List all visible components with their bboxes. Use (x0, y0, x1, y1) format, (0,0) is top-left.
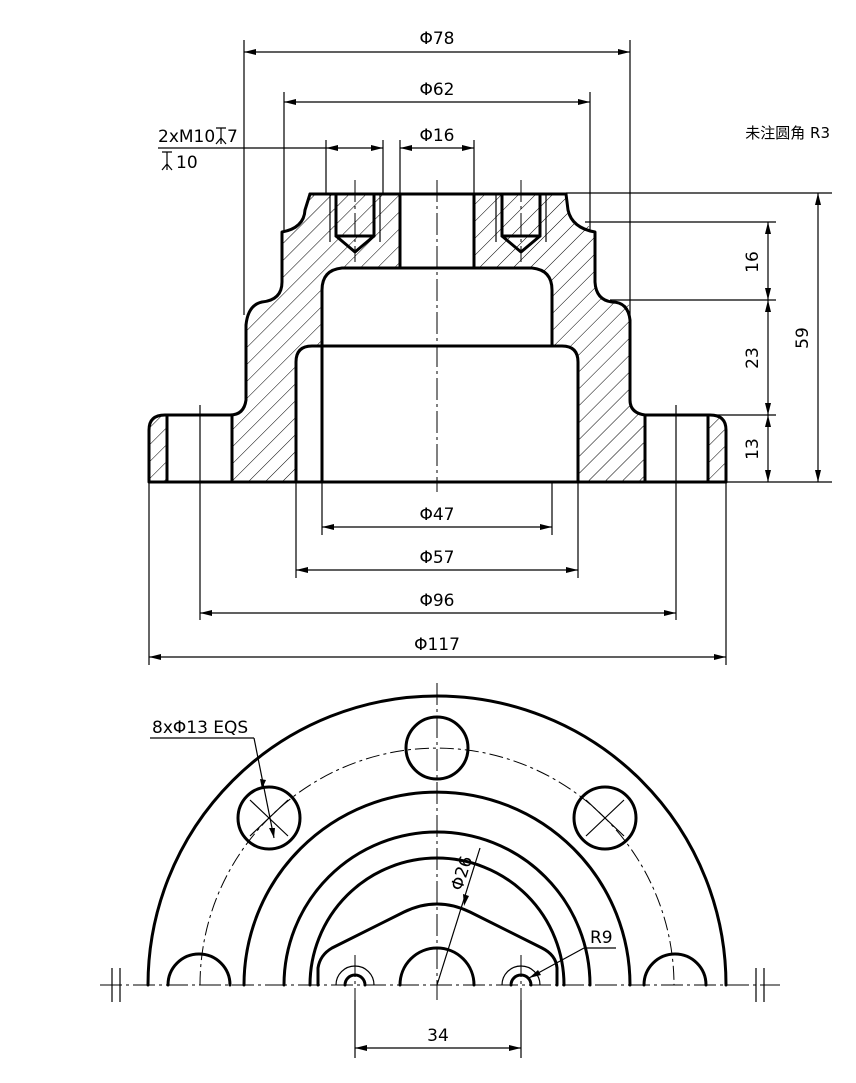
dim-h16-label: 16 (743, 251, 763, 273)
step-arc-3 (308, 856, 566, 987)
extension-lines (148, 40, 832, 665)
dim-h23-label: 23 (743, 347, 763, 369)
dim-w34-label: 34 (427, 1026, 449, 1046)
bolt-holes (166, 715, 708, 987)
thread-note-depth1: 7 (227, 127, 238, 147)
bolt-holes-label: 8xΦ13 EQS (152, 718, 248, 738)
dimension-lines (149, 49, 821, 660)
dim-h13-label: 13 (743, 438, 763, 460)
tapped-hole-plan (335, 955, 541, 1000)
center-bore-arc (398, 946, 476, 987)
dim-d78-label: Φ78 (419, 29, 454, 49)
dim-d47-label: Φ47 (419, 505, 454, 525)
step-arc-1 (242, 790, 632, 987)
step-arc-2 (282, 830, 592, 987)
dim-r9-label: R9 (590, 928, 613, 948)
dim-d62-label: Φ62 (419, 80, 454, 100)
depth-symbol-icon (161, 127, 227, 171)
bolt-circle-arc (199, 747, 675, 986)
boss-outline (316, 902, 559, 987)
section-view: Φ78 Φ62 Φ16 2xM10 7 10 未注圆角 R3 16 23 13 … (147, 29, 832, 665)
section-hatching (149, 194, 726, 482)
symmetry-marker-icon (111, 968, 765, 1002)
plan-view: 8xΦ13 EQS Φ26 R9 34 (100, 683, 780, 1058)
dim-d57-label: Φ57 (419, 548, 454, 568)
plan-dimensions (150, 737, 616, 1058)
dim-d117-label: Φ117 (414, 635, 460, 655)
dim-d96-label: Φ96 (419, 591, 454, 611)
dim-d16-label: Φ16 (419, 126, 454, 146)
fillet-note: 未注圆角 R3 (745, 124, 830, 142)
section-outline (147, 180, 728, 492)
outer-flange-arc (146, 694, 728, 987)
thread-note-line1: 2xM10 (158, 127, 215, 147)
dim-h59-label: 59 (793, 327, 813, 349)
thread-note-depth2: 10 (176, 153, 198, 173)
